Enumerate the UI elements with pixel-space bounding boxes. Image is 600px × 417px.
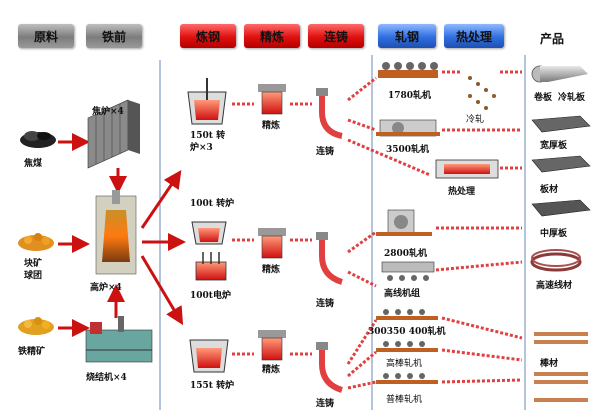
mill-2800-icon [376,209,432,236]
label-product-wire-rod: 高速线材 [536,281,573,291]
label-product-cold-sheet: 冷轧板 [558,93,586,103]
converter-150t-icon [187,78,227,125]
flow-arrow [140,255,184,326]
flow-arrow [435,260,523,272]
heat-treatment-icon [435,159,499,179]
wire-coil-product-icon [530,249,582,272]
iron-ore-pile-icon [18,317,54,335]
label-iron-ore: 铁精矿 [18,347,46,357]
flow-arrow [347,76,377,102]
label-converter-155: 155t 转炉 [190,381,235,391]
label-mill-3500: 3500轧机 [386,145,430,155]
mill-3500-icon [376,119,440,137]
label-coke-oven: 焦炉×4 [92,107,124,117]
wire-mill-icon [381,261,435,281]
label-refining-1: 精炼 [262,121,281,131]
label-caster-1: 连铸 [316,147,335,157]
refining-unit-icon [258,330,286,361]
blast-furnace-icon [95,190,137,275]
stage-steelmaking[interactable]: 炼钢 [180,24,236,48]
flow-arrow [346,319,378,365]
label-product-wide-plate: 宽厚板 [540,141,568,151]
stage-pre-iron-label: 铁前 [101,29,126,44]
label-product-medium-plate: 中厚板 [540,229,568,239]
label-eaf-100: 100t电炉 [190,291,231,301]
eaf-100t-icon [195,252,227,281]
flow-arrow [441,378,523,384]
caster-icon [316,88,343,139]
products-title: 产品 [540,32,565,46]
coal-pile-icon [20,131,56,148]
label-converter-150-count: 炉×3 [190,143,213,153]
flow-arrow [347,350,377,378]
label-mill-300: 300350 400轧机 [368,327,446,337]
label-product-bar: 棒材 [540,359,559,369]
stage-casting[interactable]: 连铸 [308,24,364,48]
stage-steelmaking-label: 炼钢 [195,29,220,44]
flow-arrow [140,170,182,229]
plate-product-icon [531,115,591,133]
label-heat-treatment: 热处理 [448,187,476,197]
stage-raw-material[interactable]: 原料 [18,24,74,48]
label-refining-3: 精炼 [262,365,281,375]
converter-100t-icon [191,221,227,245]
label-sinter: 烧结机×4 [86,373,127,383]
coke-oven-icon [87,99,140,169]
label-converter-100: 100t 转炉 [190,199,235,209]
refining-unit-icon [258,228,286,259]
label-pellet-1: 块矿 [24,259,43,269]
bar-mill-icon [376,309,438,384]
sinter-machine-icon [85,316,153,363]
caster-icon [316,232,343,285]
label-product-coil: 卷板 [534,93,553,103]
stage-refining[interactable]: 精炼 [244,24,300,48]
label-caster-3: 连铸 [316,399,335,409]
label-bar-high: 高棒轧机 [386,359,423,369]
stage-casting-label: 连铸 [323,29,348,44]
plate-product-icon [531,199,591,217]
plate-product-icon [531,155,591,173]
cold-rolling-icon [468,76,496,110]
label-refining-2: 精炼 [262,265,281,275]
flow-arrow [441,316,523,340]
stage-heat-treatment-label: 热处理 [455,29,492,44]
label-blast-furnace: 高炉×4 [90,283,122,293]
label-coal: 焦煤 [24,159,43,169]
coil-product-icon [531,65,588,83]
label-cold-rolling: 冷轧 [466,115,485,125]
stage-rolling-label: 轧钢 [394,29,419,44]
flow-arrow [347,270,377,288]
bar-product-icon [534,332,588,402]
label-bar-common: 普棒轧机 [386,395,423,405]
caster-icon [316,342,343,393]
converter-155t-icon [189,339,229,373]
stage-refining-label: 精炼 [259,29,284,44]
mill-1780-icon [378,62,438,78]
label-mill-1780: 1780轧机 [388,91,432,101]
refining-unit-icon [258,84,286,115]
label-mill-2800: 2800轧机 [384,249,428,259]
label-converter-150: 150t 转 [190,131,226,141]
label-caster-2: 连铸 [316,299,335,309]
stage-rolling[interactable]: 轧钢 [378,24,436,48]
pellet-pile-icon [18,233,54,251]
stage-pre-iron[interactable]: 铁前 [86,24,142,48]
stage-heat-treatment[interactable]: 热处理 [444,24,504,48]
label-pellet-2: 球团 [24,271,43,281]
flow-arrow [347,230,377,254]
label-wire-mill: 高线机组 [384,289,421,299]
flow-arrow [441,348,523,362]
label-product-plate: 板材 [540,185,559,195]
stage-raw-material-label: 原料 [33,29,58,44]
